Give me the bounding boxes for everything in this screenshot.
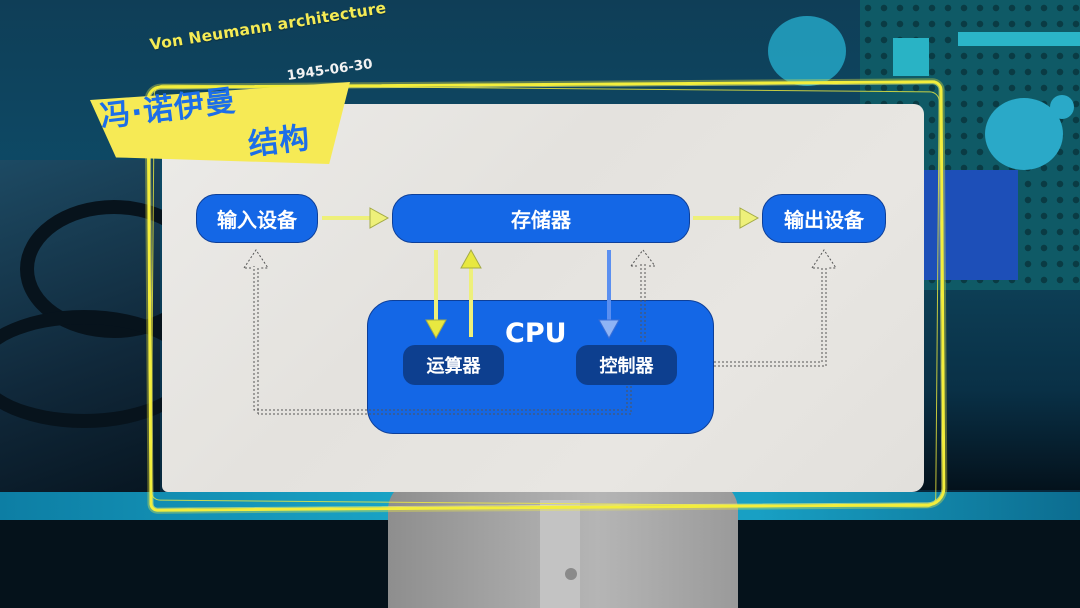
background-pen-cup: [893, 38, 929, 76]
background-lamp: [768, 16, 846, 86]
background-shelf: [958, 32, 1080, 46]
node-output-device: 输出设备: [762, 194, 886, 243]
background-right-city: [920, 290, 1080, 490]
presenter-button: [565, 568, 577, 580]
background-plush-ear: [1050, 95, 1074, 119]
node-memory: 存储器: [392, 194, 690, 243]
cpu-label: CPU: [505, 318, 567, 349]
presenter-shirt: [540, 500, 580, 608]
node-input-device: 输入设备: [196, 194, 318, 243]
node-control-unit: 控制器: [576, 345, 677, 385]
node-alu: 运算器: [403, 345, 504, 385]
background-right-monitor: [918, 170, 1018, 280]
title-chinese-line2: 结构: [246, 120, 313, 163]
